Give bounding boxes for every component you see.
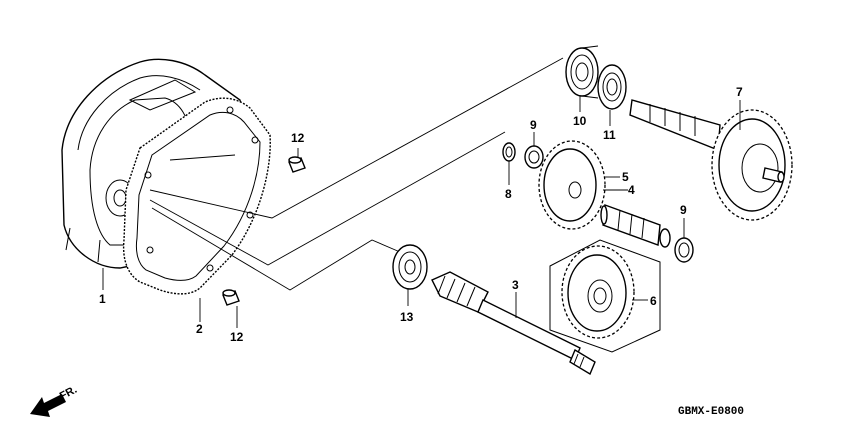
callout-13: 13 [400,310,414,324]
bearing-13 [392,244,428,290]
final-shaft-7 [629,99,793,221]
diagram-code: GBMX-E0800 [678,406,744,418]
fr-label: FR. [58,384,79,403]
callout-9-upper: 9 [530,118,537,132]
countershaft-4 [600,204,671,248]
alignment-lines [149,57,564,291]
callout-9-lower: 9 [680,203,687,217]
leader-lines [102,96,741,328]
oil-seal-11 [597,64,627,110]
callout-7: 7 [736,85,743,99]
callout-6: 6 [650,294,657,308]
callout-3: 3 [512,278,519,292]
washer-8 [502,142,516,162]
callout-4: 4 [628,183,635,197]
washer-9-upper [524,145,544,169]
callout-1: 1 [99,292,106,306]
gasket [122,97,271,295]
gear-5 [538,140,606,230]
bearing-10 [565,45,599,99]
callout-12-upper: 12 [291,131,305,145]
callout-2: 2 [196,322,203,336]
callout-10: 10 [573,114,587,128]
front-direction-arrow: FR. [30,384,79,417]
callout-12-lower: 12 [230,330,244,344]
callout-11: 11 [603,128,616,142]
callout-5: 5 [622,170,629,184]
gear-6 [549,239,661,353]
dowel-pin-lower [222,289,240,306]
callout-8: 8 [505,187,512,201]
drive-shaft-3 [431,271,596,376]
dowel-pin-upper [288,156,306,173]
washer-9-lower [674,237,694,263]
